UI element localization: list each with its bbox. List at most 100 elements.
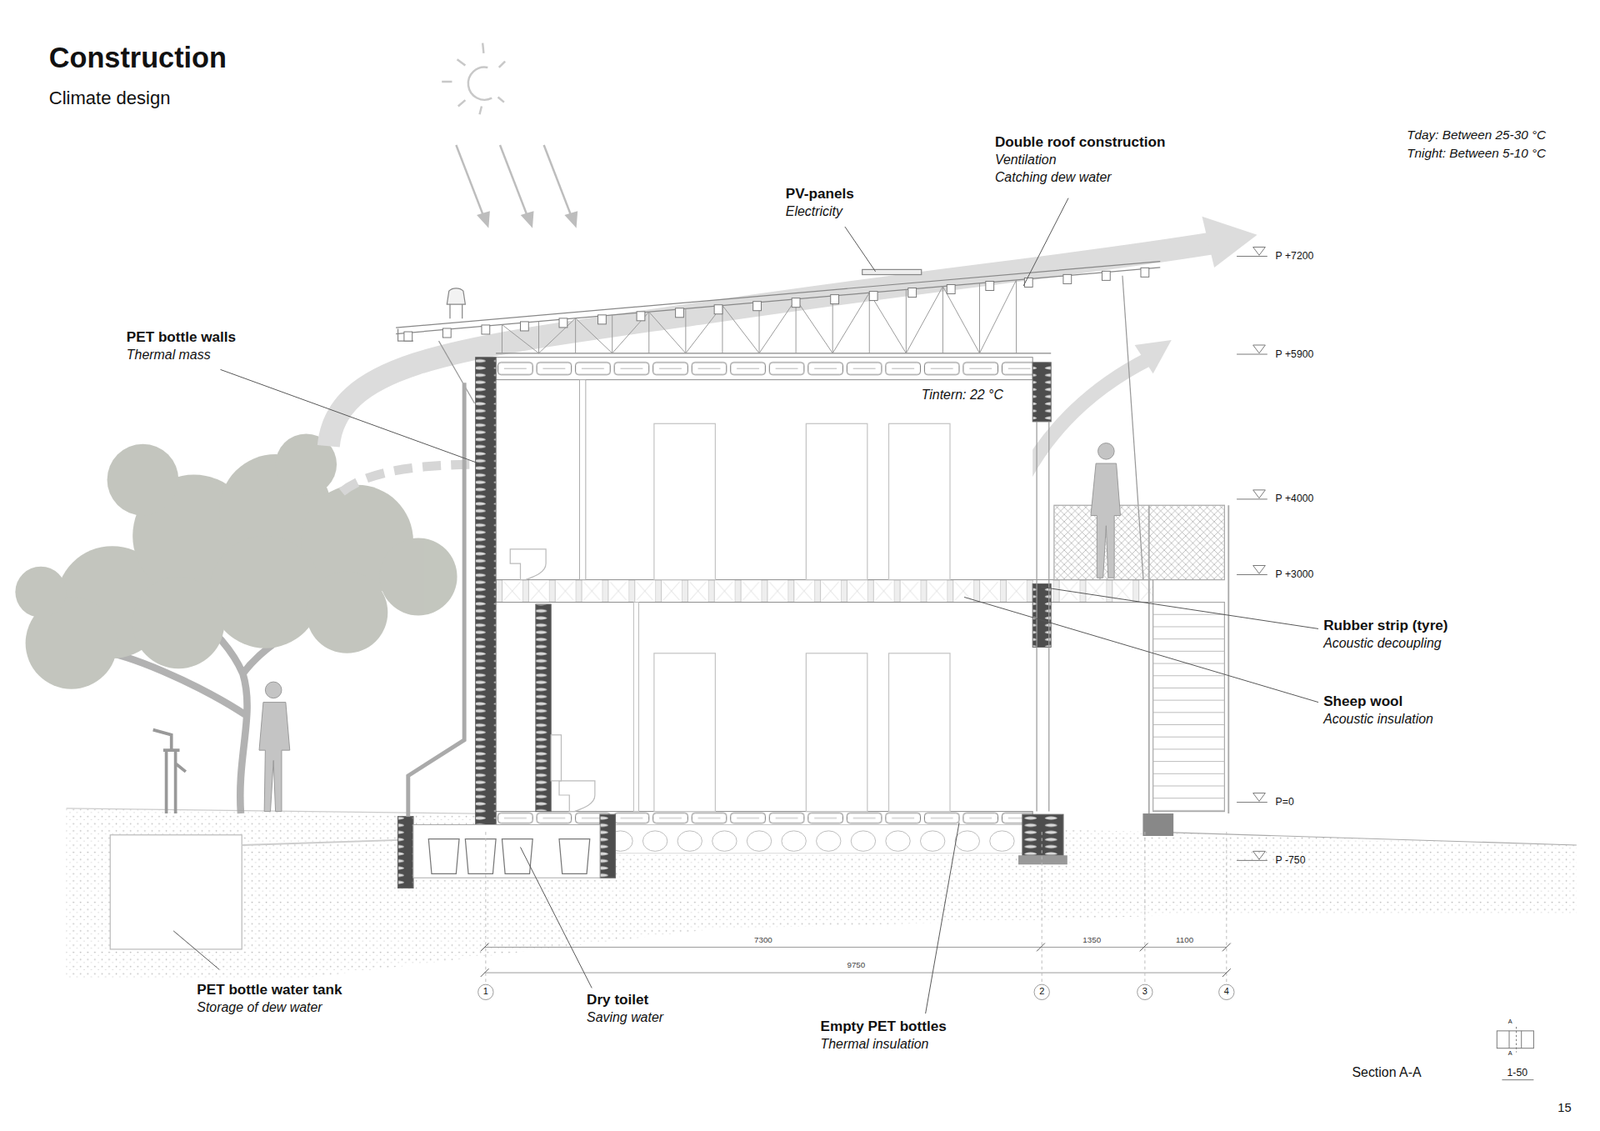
truss-member (942, 286, 980, 354)
callout-title: PET bottle water tank (196, 980, 342, 999)
truss-member (942, 286, 944, 354)
stone (920, 830, 945, 851)
scale-label: 1-50 (1507, 1066, 1529, 1080)
roof-purlins (404, 267, 1150, 353)
level-label: P +3000 (1275, 568, 1315, 581)
stair-step (1153, 687, 1225, 689)
roof-sheet (395, 261, 1160, 329)
purlin (1101, 270, 1110, 280)
purlin (791, 298, 800, 308)
section-letter: A (1508, 1050, 1513, 1058)
callout-note: Catching dew water (995, 169, 1112, 185)
level-marker (1236, 490, 1268, 500)
purlin (520, 321, 529, 331)
truss-member (539, 318, 576, 354)
stair-step (1153, 675, 1225, 676)
truss-member (575, 318, 613, 354)
partition (580, 380, 586, 580)
wall-line (1035, 421, 1037, 812)
stair-step (1153, 700, 1225, 701)
section-title: Section A-A (1351, 1064, 1421, 1080)
callout-title: Dry toilet (586, 990, 649, 1009)
purlin (559, 318, 568, 328)
roof-ventilator (446, 288, 465, 319)
climate-note: Tday: Between 25-30 °C (1406, 127, 1546, 143)
truss-member (685, 305, 723, 354)
truss-member (869, 292, 870, 354)
truss-member (832, 295, 834, 354)
callout-note: Acoustic insulation (1323, 710, 1434, 727)
dimension: 9750 (845, 960, 867, 970)
purlin (908, 288, 917, 298)
truss-member (501, 324, 503, 353)
roof-slab (495, 357, 1033, 380)
pet-wall (1032, 362, 1051, 422)
stair-step (1153, 773, 1225, 775)
pet-wall (1032, 584, 1051, 648)
dimension: 1350 (1080, 935, 1103, 945)
hand-pump (153, 730, 186, 814)
sun-disc (468, 67, 492, 100)
truss-member (685, 308, 686, 353)
purlin (869, 291, 878, 301)
stone (642, 830, 667, 851)
truss-member (795, 299, 833, 354)
truss-member (905, 286, 943, 354)
stair-steps (1153, 614, 1225, 810)
section-letter: A (1508, 1018, 1513, 1026)
stones (608, 830, 1015, 851)
callout-note: Saving water (586, 1009, 664, 1025)
water-tank (110, 835, 242, 950)
sun-arrows (455, 145, 576, 226)
page-title: Construction (49, 40, 227, 75)
purlin (598, 315, 607, 325)
truss-member (905, 289, 907, 353)
stair-step (1153, 810, 1225, 811)
stone (816, 830, 841, 851)
level-marker (1236, 793, 1268, 803)
callout-title: Double roof construction (995, 133, 1166, 151)
stair-step (1153, 625, 1225, 627)
climate-note: Tintern: 22 °C (921, 386, 1004, 403)
grid-number: 3 (1142, 986, 1148, 996)
stone (850, 830, 875, 851)
wind-arrowhead (1201, 216, 1257, 268)
foundation (1022, 814, 1064, 855)
stone (955, 830, 980, 851)
stair-step (1153, 711, 1225, 713)
person (259, 681, 290, 812)
stone (990, 830, 1015, 851)
truss-chord (495, 352, 1051, 354)
partition (633, 602, 639, 812)
dimension: 1100 (1174, 935, 1195, 945)
subtitle: Climate design (49, 87, 171, 110)
callout-note: Acoustic decoupling (1323, 635, 1441, 651)
callout-title: Sheep wool (1323, 692, 1403, 710)
building (398, 357, 1230, 889)
purlin (481, 325, 490, 335)
stair-step (1153, 748, 1225, 750)
foundation (398, 816, 414, 889)
purlin (1140, 267, 1150, 277)
level-label: P=0 (1275, 795, 1295, 809)
truss-member (759, 299, 796, 354)
grid-number: 1 (483, 986, 489, 996)
gutter (398, 328, 414, 341)
level-label: P +4000 (1275, 492, 1315, 505)
stair-step (1153, 614, 1225, 615)
callout-note: Ventilation (995, 151, 1057, 168)
stair-step (1153, 736, 1225, 738)
stair (1153, 602, 1225, 812)
doors (654, 423, 950, 811)
tree (15, 434, 457, 815)
ground-line (1153, 831, 1577, 845)
level-label: P -750 (1275, 854, 1306, 867)
roof-brace (439, 340, 475, 404)
truss-member (1015, 280, 1017, 354)
purlin (830, 295, 840, 305)
stair-step (1153, 797, 1225, 799)
truss-member (649, 311, 686, 354)
